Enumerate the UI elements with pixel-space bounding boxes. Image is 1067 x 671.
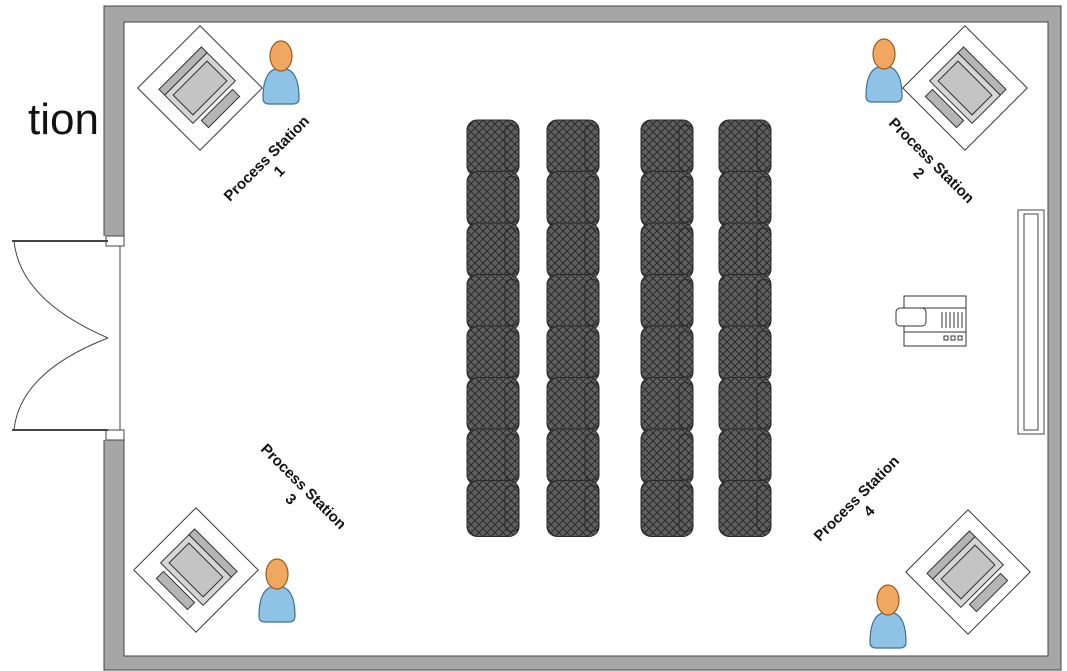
seat: [640, 377, 694, 434]
seat: [718, 325, 772, 383]
double-door-icon[interactable]: [12, 235, 125, 441]
seat: [640, 480, 694, 537]
seat: [718, 119, 772, 177]
seat: [466, 274, 520, 331]
seat: [640, 119, 694, 177]
seat: [718, 222, 772, 280]
seat: [466, 222, 520, 280]
seat: [640, 325, 694, 383]
seat: [466, 325, 520, 383]
seat: [546, 171, 600, 228]
seat: [640, 428, 694, 486]
seat: [640, 222, 694, 280]
seat: [718, 377, 772, 434]
seat: [466, 171, 520, 228]
seat: [466, 428, 520, 486]
seat: [718, 428, 772, 486]
seat: [718, 274, 772, 331]
seat: [466, 377, 520, 434]
seat: [640, 171, 694, 228]
seat: [546, 274, 600, 331]
seat: [466, 119, 520, 177]
seat: [546, 222, 600, 280]
seat: [718, 171, 772, 228]
page-title: tion: [28, 95, 99, 144]
seat: [546, 428, 600, 486]
seat: [546, 119, 600, 177]
seat: [718, 480, 772, 537]
seat: [466, 480, 520, 537]
seat: [640, 274, 694, 331]
seat: [546, 480, 600, 537]
seat: [546, 325, 600, 383]
seat: [546, 377, 600, 434]
printer-icon: [895, 295, 967, 347]
whiteboard-icon: [1017, 209, 1045, 435]
